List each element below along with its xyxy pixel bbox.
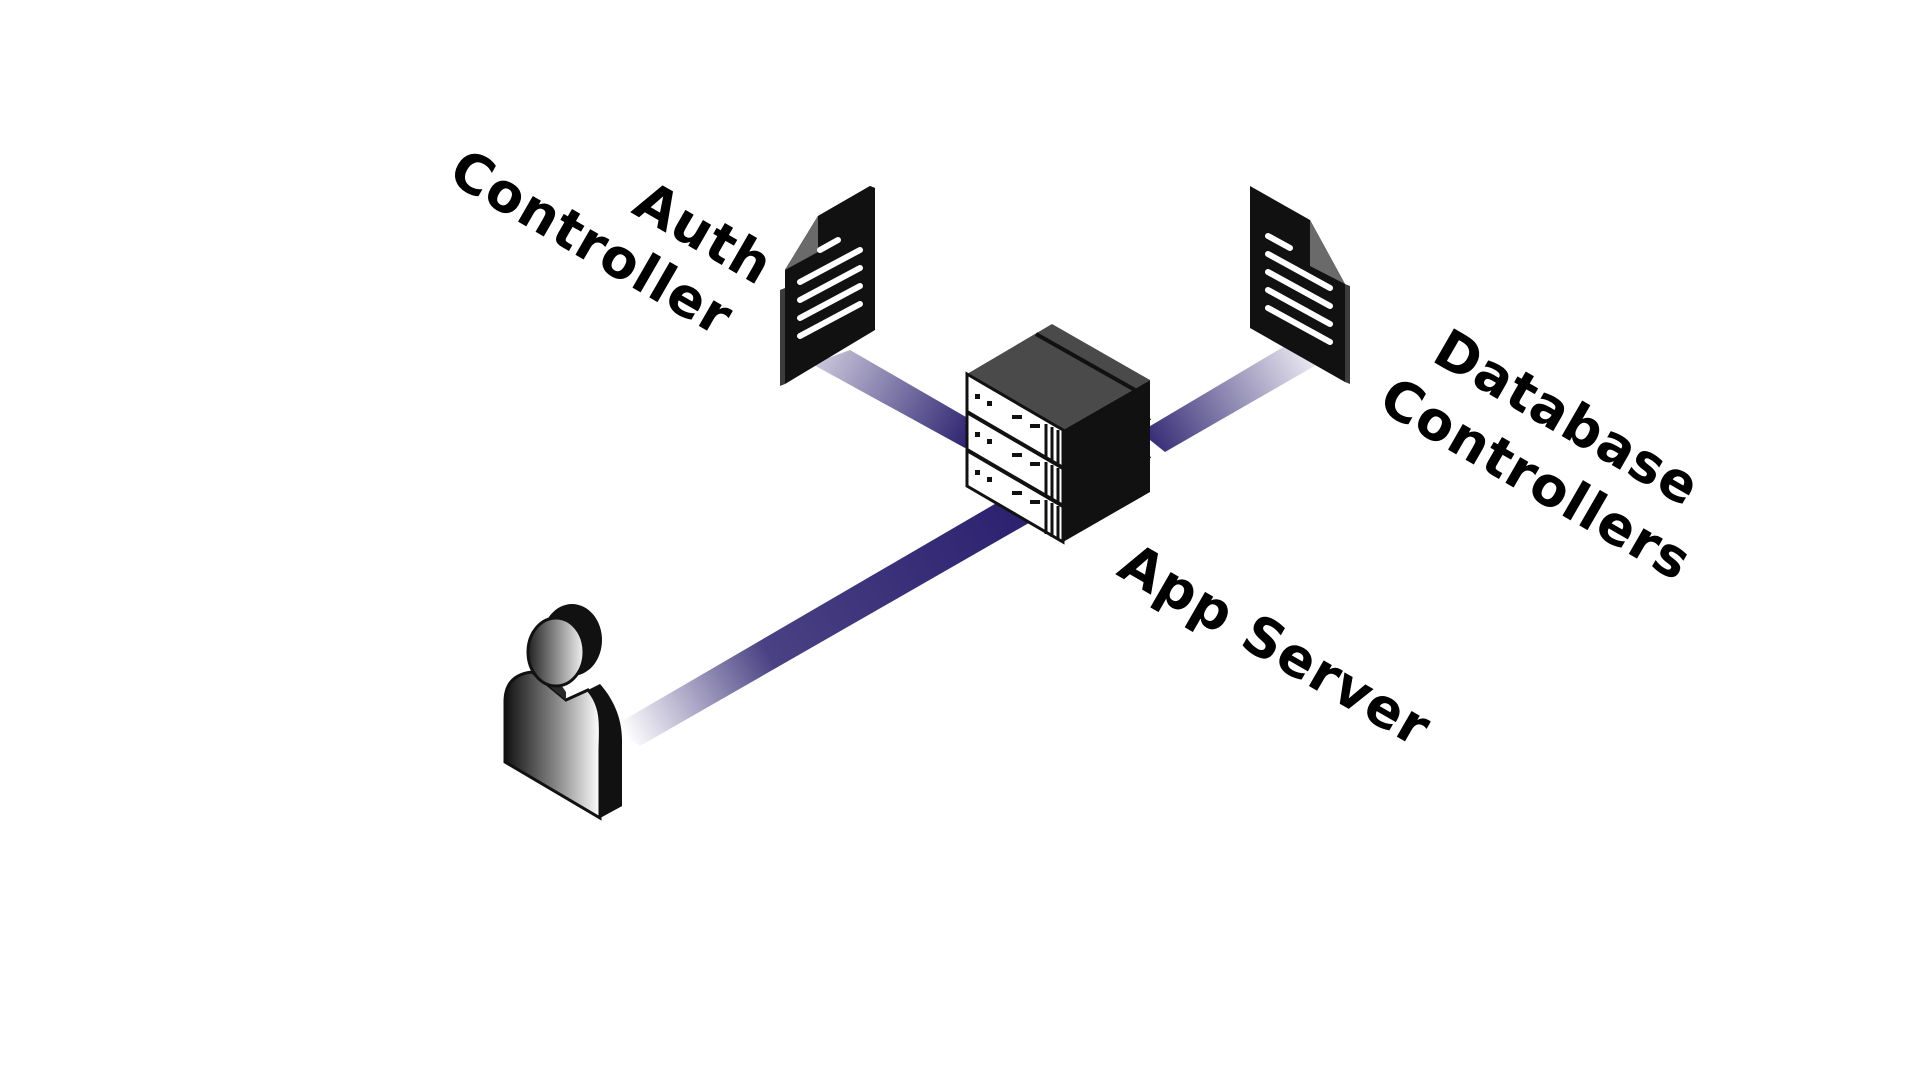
- document-text-line: [797, 301, 863, 339]
- database-controllers-node: Database Controllers: [1250, 186, 1711, 593]
- document-icon: [780, 186, 875, 386]
- user-node: [503, 604, 622, 821]
- connector-database-to-server: [1140, 346, 1318, 452]
- server-indicator-light: [975, 394, 980, 399]
- server-indicator-light: [975, 470, 980, 475]
- server-rack-icon: [965, 324, 1151, 545]
- document-fold: [1310, 220, 1345, 284]
- server-unit-divider: [965, 448, 1065, 508]
- document-left-face: [780, 288, 785, 386]
- document-text-line: [1265, 287, 1333, 327]
- document-text-line: [797, 265, 863, 303]
- server-indicator-light: [1012, 491, 1022, 495]
- server-indicator-light: [1030, 500, 1040, 504]
- document-icon: [1250, 186, 1350, 384]
- document-text-line: [797, 247, 863, 285]
- auth-controller-node: Auth Controller: [440, 137, 875, 386]
- user-icon: [503, 604, 622, 821]
- document-text-line: [1265, 305, 1333, 345]
- server-indicator-light: [1012, 415, 1022, 419]
- user-torso: [503, 670, 602, 821]
- server-rack-divider: [1062, 416, 1151, 470]
- server-indicator-light: [987, 477, 992, 482]
- server-indicator-light: [987, 439, 992, 444]
- server-right-face: [1063, 380, 1150, 542]
- server-indicator-light: [1030, 424, 1040, 428]
- document-text-line: [797, 283, 863, 321]
- user-torso-side: [588, 684, 622, 818]
- document-body: [1250, 186, 1345, 382]
- server-indicator-light: [1012, 453, 1022, 457]
- server-rack-divider: [1062, 454, 1151, 508]
- document-text-line: [817, 237, 841, 253]
- connector-user-to-server: [610, 494, 1048, 746]
- document-text-line: [1265, 233, 1293, 251]
- document-text-line: [1265, 251, 1333, 291]
- server-top-face: [967, 324, 1150, 430]
- document-right-face: [1345, 284, 1350, 384]
- server-unit-divider: [965, 410, 1065, 470]
- server-indicator-light: [987, 401, 992, 406]
- connector-auth-to-server: [812, 350, 985, 448]
- app-server-label: App Server: [1109, 531, 1442, 760]
- document-text-line: [1265, 269, 1333, 309]
- server-indicator-light: [975, 432, 980, 437]
- server-top-seam: [1035, 332, 1136, 392]
- app-server-node: App Server: [965, 324, 1442, 760]
- document-fold: [785, 216, 818, 270]
- server-indicator-light: [1030, 462, 1040, 466]
- user-head-face: [526, 616, 586, 688]
- connectors: [610, 346, 1318, 746]
